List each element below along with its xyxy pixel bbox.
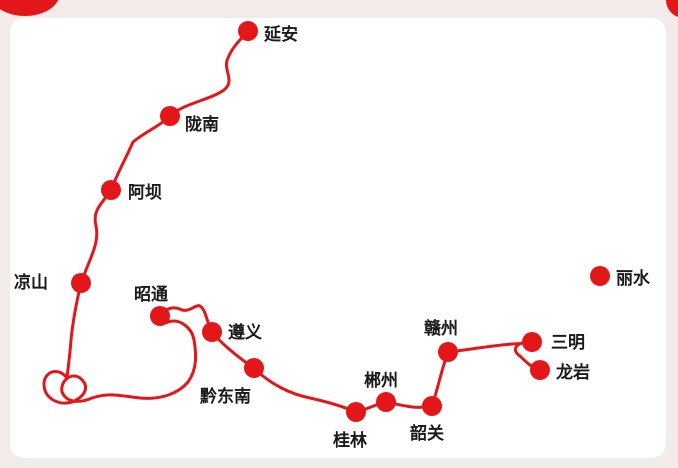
label-shaoguan: 韶关	[410, 423, 444, 444]
route-line	[42, 29, 542, 414]
place-markers	[71, 21, 610, 422]
map-panel	[10, 18, 666, 458]
label-guilin: 桂林	[332, 430, 367, 451]
label-aba: 阿坝	[128, 183, 162, 203]
marker-yanan	[238, 21, 258, 41]
marker-guilin	[346, 402, 366, 422]
marker-liangshan	[71, 273, 91, 293]
marker-sanming	[522, 332, 542, 352]
marker-zhaotong	[150, 306, 170, 326]
label-liangshan: 凉山	[14, 272, 48, 293]
marker-chenzhou	[376, 392, 396, 412]
marker-shaoguan	[422, 396, 442, 416]
label-yanan: 延安	[263, 24, 298, 45]
marker-qiandongnan	[244, 358, 264, 378]
marker-zunyi	[202, 322, 222, 342]
place-labels: 延安 陇南 阿坝 凉山 昭通 遵义 黔东南 桂林 郴州 韶关 赣州 三明 龙岩 …	[14, 24, 651, 451]
label-ganzhou: 赣州	[424, 318, 458, 339]
label-zhaotong: 昭通	[134, 285, 168, 305]
label-chenzhou: 郴州	[364, 370, 398, 391]
marker-aba	[101, 180, 121, 200]
label-longyan: 龙岩	[555, 362, 590, 383]
marker-lishui	[590, 266, 610, 286]
marker-longyan	[530, 360, 550, 380]
label-lishui: 丽水	[616, 268, 651, 289]
label-zunyi: 遵义	[228, 322, 262, 343]
marker-longnan	[160, 106, 180, 126]
label-sanming: 三明	[551, 333, 585, 353]
marker-ganzhou	[438, 342, 458, 362]
label-longnan: 陇南	[185, 114, 219, 135]
label-qiandongnan: 黔东南	[200, 386, 251, 407]
